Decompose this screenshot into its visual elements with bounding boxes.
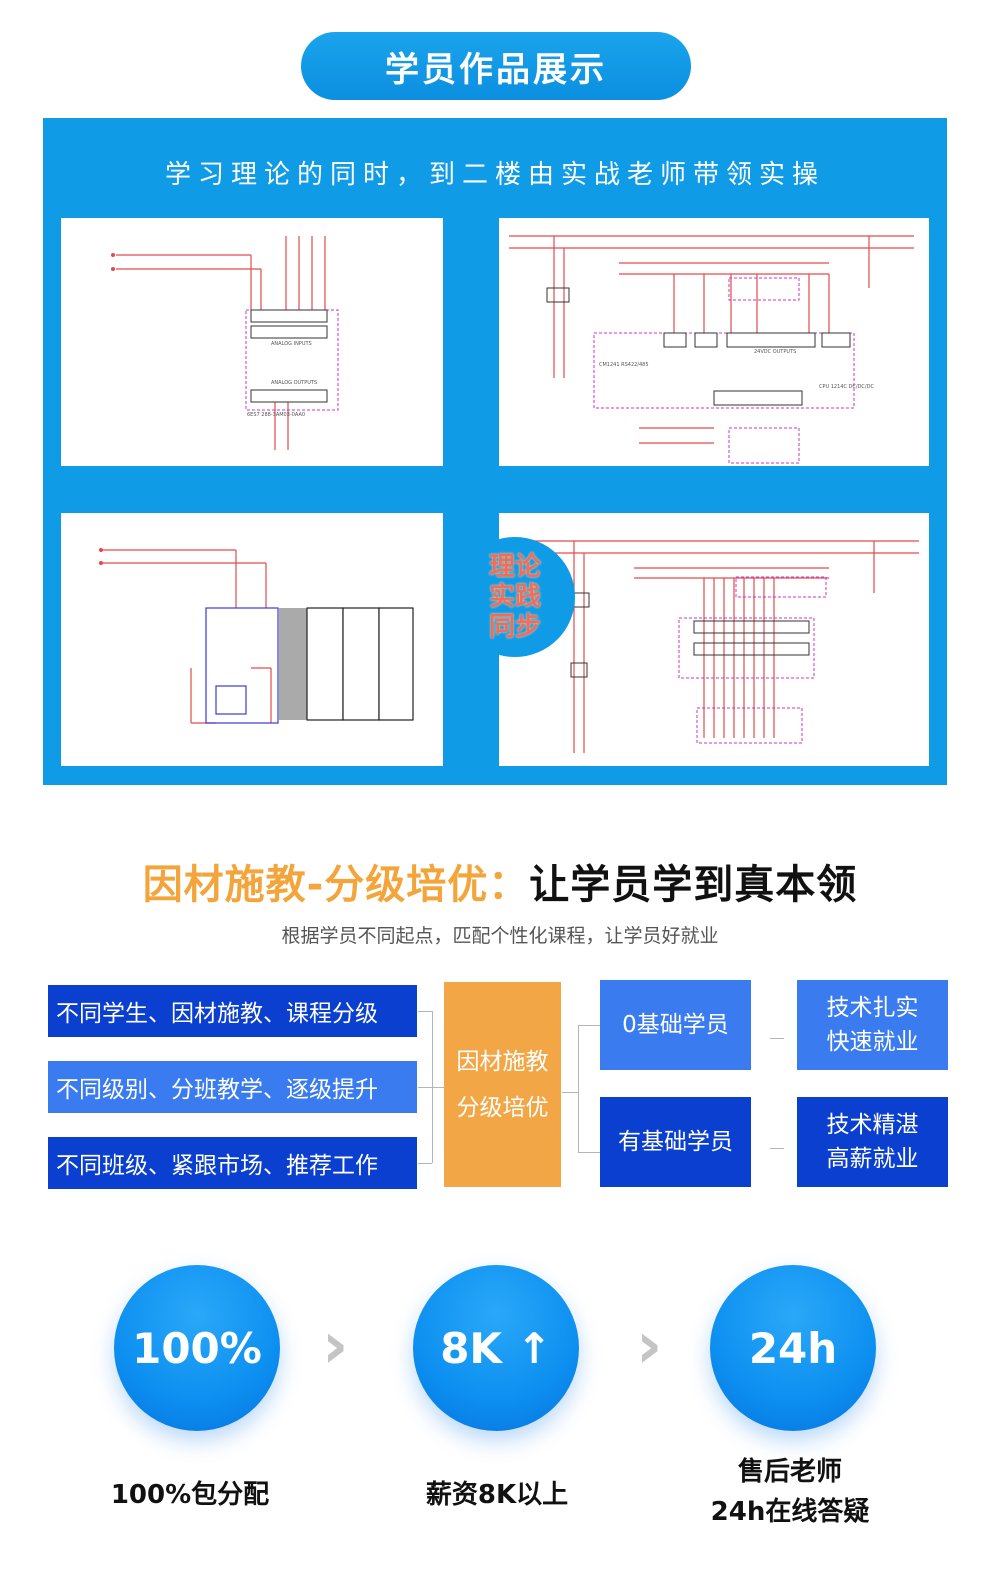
student-type-beginner: 0基础学员 [600, 980, 751, 1070]
student-type-label: 0基础学员 [622, 1012, 729, 1038]
stat-circle-support: 24h [710, 1265, 876, 1431]
student-type-experienced: 有基础学员 [600, 1097, 751, 1187]
left-item-1: 不同学生、因材施教、课程分级 [48, 985, 417, 1037]
work-image-3 [61, 513, 443, 766]
wiring-diagram-2: CM1241 RS422/485 24VDC OUTPUTS CPU 1214C… [509, 235, 914, 464]
connector-line [418, 1087, 444, 1088]
dash-connector [770, 1148, 784, 1149]
stat-caption-support: 售后老师 24h在线答疑 [660, 1452, 920, 1532]
stat-caption-placement: 100%包分配 [60, 1475, 320, 1515]
svg-text:CPU 1214C DC/DC/DC: CPU 1214C DC/DC/DC [819, 384, 874, 390]
outcome-beginner: 技术扎实 快速就业 [797, 980, 948, 1070]
chevron-right-icon: › [322, 1309, 349, 1383]
section2-heading: 因材施教-分级培优：让学员学到真本领 [0, 852, 1000, 910]
outcome-line: 技术扎实 [826, 995, 919, 1021]
connector-line [578, 1025, 600, 1026]
work-image-1: ANALOG INPUTS ANALOG OUTPUTS 6ES7 288-3A… [61, 218, 443, 466]
svg-text:ANALOG INPUTS: ANALOG INPUTS [271, 341, 312, 347]
outcome-line: 高薪就业 [826, 1146, 919, 1172]
connector-line [578, 1025, 579, 1152]
heading-orange-part: 因材施教-分级培优： [142, 862, 530, 908]
left-item-3: 不同班级、紧跟市场、推荐工作 [48, 1137, 417, 1189]
wiring-diagram-3 [99, 548, 414, 724]
dash-connector [770, 1038, 784, 1039]
svg-text:ANALOG OUTPUTS: ANALOG OUTPUTS [271, 380, 317, 386]
center-line-2: 分级培优 [456, 1094, 549, 1121]
connector-line [418, 1011, 432, 1012]
stat-circle-salary: 8K ↑ [413, 1265, 579, 1431]
work-image-4 [499, 513, 929, 766]
student-works-showcase: 学习理论的同时，到二楼由实战老师带领实操 ANALOG INPUTS ANALO… [43, 118, 947, 785]
caption-line: 售后老师 [737, 1457, 842, 1487]
wiring-diagram-4 [511, 540, 919, 753]
badge-line-2: 实践 [488, 582, 541, 612]
theory-practice-badge: 理论 实践 同步 [455, 537, 575, 657]
wiring-diagram-1: ANALOG INPUTS ANALOG OUTPUTS 6ES7 288-3A… [111, 236, 339, 450]
outcome-experienced: 技术精湛 高薪就业 [797, 1097, 948, 1187]
caption-line: 薪资8K以上 [425, 1480, 569, 1510]
section-title-pill: 学员作品展示 [301, 32, 691, 100]
svg-text:24VDC OUTPUTS: 24VDC OUTPUTS [754, 349, 796, 355]
outcome-line: 快速就业 [826, 1029, 919, 1055]
showcase-subtitle: 学习理论的同时，到二楼由实战老师带领实操 [164, 160, 825, 190]
svg-text:6ES7 288-3AM03-0AA0: 6ES7 288-3AM03-0AA0 [247, 412, 305, 418]
caption-line: 24h在线答疑 [710, 1497, 870, 1527]
left-item-2: 不同级别、分班教学、逐级提升 [48, 1061, 417, 1113]
work-image-2: CM1241 RS422/485 24VDC OUTPUTS CPU 1214C… [499, 218, 929, 466]
badge-line-3: 同步 [488, 612, 541, 642]
chevron-right-icon: › [636, 1309, 663, 1383]
outcome-line: 技术精湛 [826, 1112, 919, 1138]
center-method-box: 因材施教 分级培优 [444, 982, 561, 1187]
section2-subtitle: 根据学员不同起点，匹配个性化课程，让学员好就业 [281, 925, 719, 947]
center-line-1: 因材施教 [456, 1048, 549, 1075]
stat-circle-placement: 100% [114, 1265, 280, 1431]
connector-line [578, 1152, 600, 1153]
caption-line: 100%包分配 [110, 1480, 270, 1510]
heading-dark-part: 让学员学到真本领 [529, 862, 858, 908]
connector-line [418, 1163, 432, 1164]
svg-text:CM1241 RS422/485: CM1241 RS422/485 [599, 362, 649, 368]
student-type-label: 有基础学员 [618, 1129, 733, 1155]
stat-caption-salary: 薪资8K以上 [367, 1475, 627, 1515]
badge-line-1: 理论 [488, 552, 541, 582]
connector-line [562, 1092, 578, 1093]
